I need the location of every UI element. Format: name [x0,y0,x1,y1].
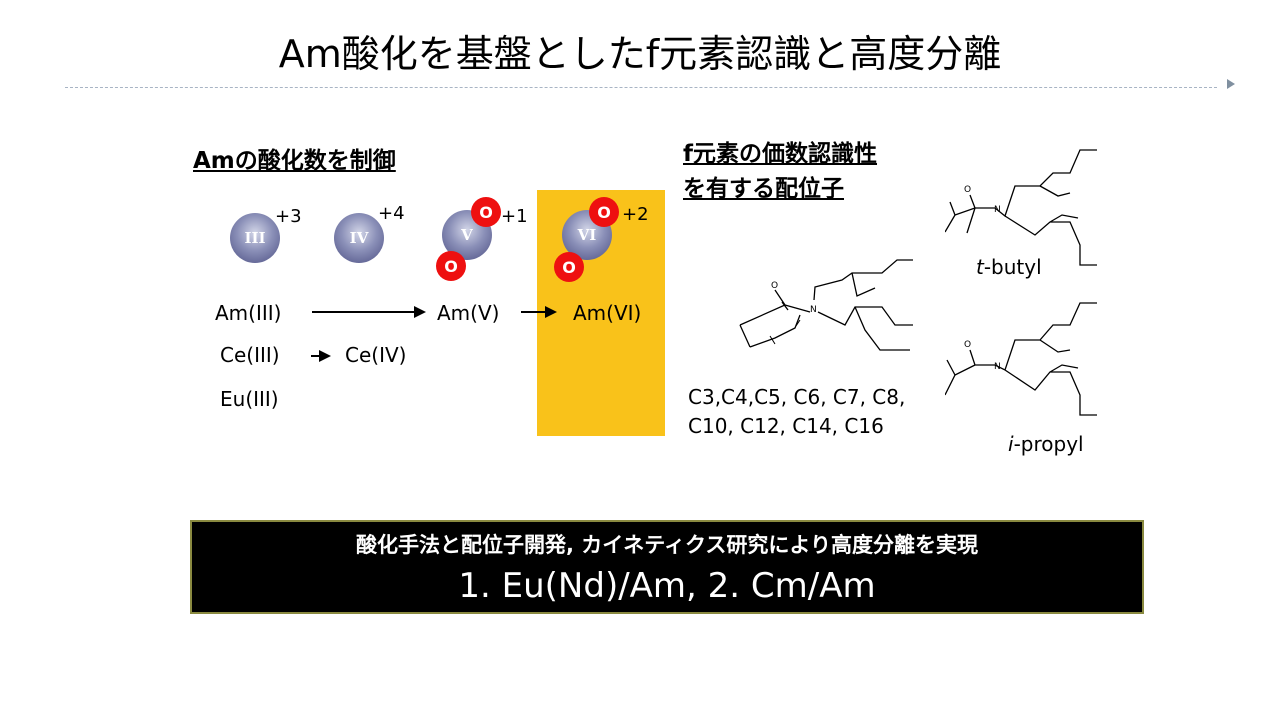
right-heading-line1: f元素の価数認識性 [683,141,878,167]
ion-iv: IV [334,213,384,263]
ion-iii: III [230,213,280,263]
ce-iv-label: Ce(IV) [345,343,407,367]
tbutyl-nitrogen-label: N [994,205,1001,215]
eu-iii-label: Eu(III) [220,387,279,411]
left-heading: Amの酸化数を制御 [193,148,396,174]
arrow-am-v-to-vi [521,306,557,318]
ce-iii-label: Ce(III) [220,343,280,367]
bullet-arrow-icon [1227,79,1235,89]
am-v-label: Am(V) [437,301,500,325]
slide-title: Am酸化を基盤としたf元素認識と高度分離 [278,32,1002,76]
chain-length-list-line1: C3,C4,C5, C6, C7, C8, [688,385,906,409]
ion-v-oxygen-bottom: O [436,251,466,281]
ion-vi-charge: +2 [622,204,649,225]
ligand-structure-general: O N [739,259,913,351]
ipropyl-nitrogen-label: N [994,362,1001,372]
chain-length-list-line2: C10, C12, C14, C16 [688,414,884,438]
summary-line2: 1. Eu(Nd)/Am, 2. Cm/Am [458,566,876,606]
ion-v-charge: +1 [501,206,528,227]
right-heading-line2: を有する配位子 [683,176,844,202]
arrow-am-iii-to-v [312,306,426,318]
ipropyl-oxygen-label: O [964,340,971,350]
am-iii-label: Am(III) [215,301,282,325]
ion-vi-oxygen-top: O [589,197,619,227]
ligand-structure-ipropyl: O N [945,302,1097,416]
ion-iii-charge: +3 [275,206,302,227]
ligand-structure-tbutyl: O N [945,149,1097,266]
summary-box: 酸化手法と配位子開発, カイネティクス研究により高度分離を実現 1. Eu(Nd… [190,520,1144,614]
am-vi-label: Am(VI) [573,301,642,325]
ligand-oxygen-label: O [771,281,778,291]
ion-v-oxygen-top: O [471,197,501,227]
tbutyl-label: t-butyl [976,255,1042,279]
title-divider [65,87,1217,88]
ligand-nitrogen-label: N [810,305,817,315]
arrow-ce-iii-to-iv [311,350,331,362]
ion-iv-charge: +4 [378,203,405,224]
ion-vi-oxygen-bottom: O [554,252,584,282]
tbutyl-oxygen-label: O [964,185,971,195]
summary-line1: 酸化手法と配位子開発, カイネティクス研究により高度分離を実現 [356,533,978,557]
ipropyl-label: i-propyl [1008,432,1084,456]
